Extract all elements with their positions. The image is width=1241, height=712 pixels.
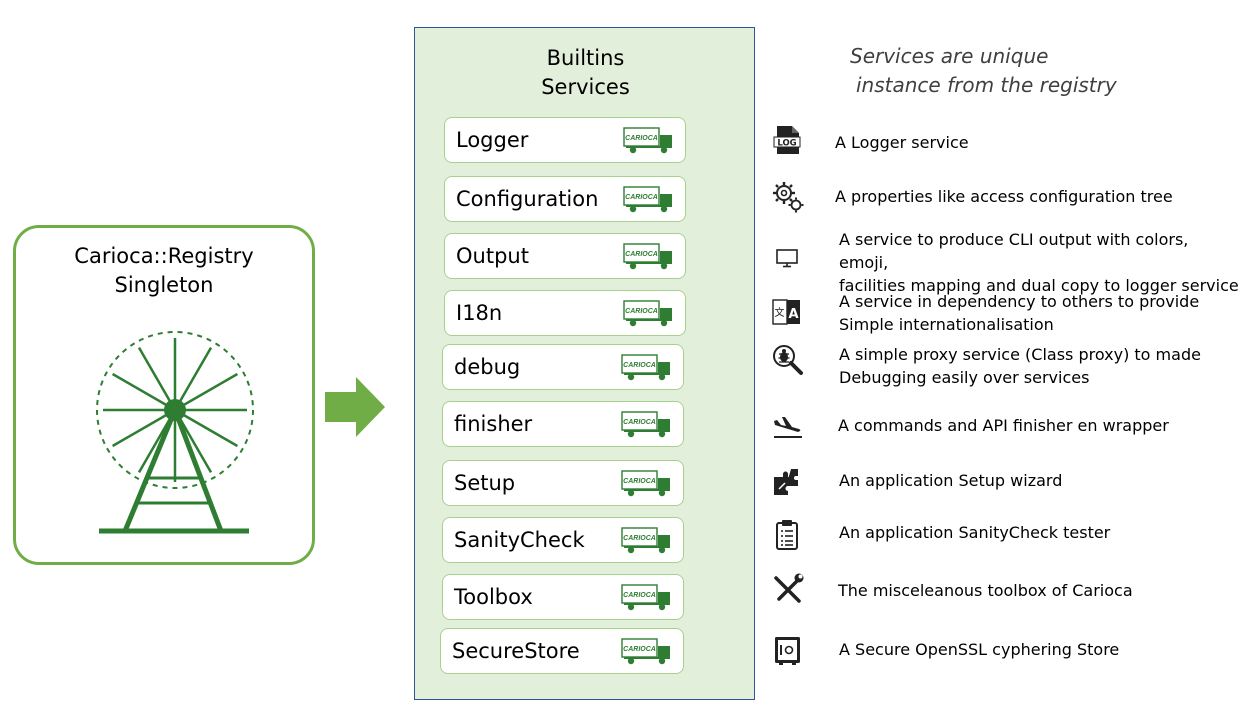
truck-icon: CARIOCA [623,300,675,332]
truck-icon: CARIOCA [621,411,673,443]
svg-text:CARIOCA: CARIOCA [625,194,658,201]
service-label: I18n [456,301,503,325]
service-box: Toolbox CARIOCA [442,574,684,620]
service-label: Logger [456,128,529,152]
builtins-title-line2: Services [541,75,630,99]
svg-text:CARIOCA: CARIOCA [625,135,658,142]
clipboard-checklist-icon [771,518,805,556]
log-file-icon: LOG [771,124,805,162]
description-line: A service in dependency to others to pro… [839,292,1200,311]
bug-magnifier-icon [771,343,805,381]
right-arrow-icon [325,377,385,437]
svg-text:文: 文 [775,306,785,319]
description-line: A properties like access configuration t… [835,187,1173,206]
description-line: A service to produce CLI output with col… [839,230,1189,272]
description-line: An application SanityCheck tester [839,523,1111,542]
service-box: SecureStore CARIOCA [440,628,684,674]
svg-text:CARIOCA: CARIOCA [623,362,656,369]
service-box: SanityCheck CARIOCA [442,517,684,563]
svg-text:LOG: LOG [777,139,796,149]
svg-text:A: A [788,307,798,322]
truck-icon: CARIOCA [623,186,675,218]
description-line: Simple internationalisation [839,315,1054,334]
registry-title-line2: Singleton [114,273,214,297]
svg-text:CARIOCA: CARIOCA [623,478,656,485]
gears-icon [771,180,805,218]
description-line: A Logger service [835,133,969,152]
ferris-wheel-illustration: CARIOCA [96,331,254,534]
truck-icon: CARIOCA [621,527,673,559]
truck-icon: CARIOCA [621,354,673,386]
truck-icon: CARIOCA [623,243,675,275]
builtins-title: Builtins Services [415,44,756,102]
services-header: Services are unique instance from the re… [850,42,1117,100]
service-description: A Logger service [835,131,969,154]
service-description: A commands and API finisher en wrapper [838,414,1169,437]
service-label: finisher [454,412,533,436]
services-header-line2: instance from the registry [856,73,1117,97]
registry-title: Carioca::Registry Singleton [16,242,312,300]
svg-text:CARIOCA: CARIOCA [623,419,656,426]
service-box: Setup CARIOCA [442,460,684,506]
service-label: Setup [454,471,516,495]
truck-icon: CARIOCA [623,127,675,159]
svg-text:CARIOCA: CARIOCA [623,646,656,653]
description-line: Debugging easily over services [839,368,1090,387]
airplane-landing-icon [771,410,805,448]
puzzle-icon [771,465,805,503]
truck-icon: CARIOCA [621,584,673,616]
service-label: SanityCheck [454,528,585,552]
description-line: facilities mapping and dual copy to logg… [839,276,1239,295]
description-line: A Secure OpenSSL cyphering Store [839,640,1120,659]
services-header-line1: Services are unique [850,44,1049,68]
service-description: The misceleanous toolbox of Carioca [838,579,1133,602]
description-line: An application Setup wizard [839,471,1063,490]
builtins-title-line1: Builtins [546,46,625,70]
monitor-icon [771,240,805,278]
svg-text:CARIOCA: CARIOCA [623,535,656,542]
svg-text:CARIOCA: CARIOCA [623,592,656,599]
service-description: A service in dependency to others to pro… [839,290,1199,336]
description-line: A simple proxy service (Class proxy) to … [839,345,1201,364]
description-line: A commands and API finisher en wrapper [838,416,1169,435]
service-description: A Secure OpenSSL cyphering Store [839,638,1119,661]
service-label: Configuration [456,187,599,211]
svg-text:CARIOCA: CARIOCA [625,251,658,258]
service-description: A service to produce CLI output with col… [839,228,1241,297]
safe-icon [771,633,805,671]
service-box: Configuration CARIOCA [444,176,686,222]
service-label: debug [454,355,521,379]
registry-title-line1: Carioca::Registry [74,244,254,268]
service-box: Logger CARIOCA [444,117,686,163]
service-box: finisher CARIOCA [442,401,684,447]
service-label: SecureStore [452,639,580,663]
svg-text:CARIOCA: CARIOCA [625,308,658,315]
truck-icon: CARIOCA [621,638,673,670]
description-line: The misceleanous toolbox of Carioca [838,581,1133,600]
service-description: An application SanityCheck tester [839,521,1110,544]
service-box: I18n CARIOCA [444,290,686,336]
service-box: Output CARIOCA [444,233,686,279]
service-description: A properties like access configuration t… [835,185,1173,208]
service-description: A simple proxy service (Class proxy) to … [839,343,1201,389]
truck-icon: CARIOCA [621,470,673,502]
service-label: Toolbox [454,585,533,609]
service-label: Output [456,244,529,268]
tools-icon [771,573,805,611]
service-description: An application Setup wizard [839,469,1062,492]
registry-box: Carioca::Registry Singleton CARIOCA [13,225,315,565]
service-box: debug CARIOCA [442,344,684,390]
